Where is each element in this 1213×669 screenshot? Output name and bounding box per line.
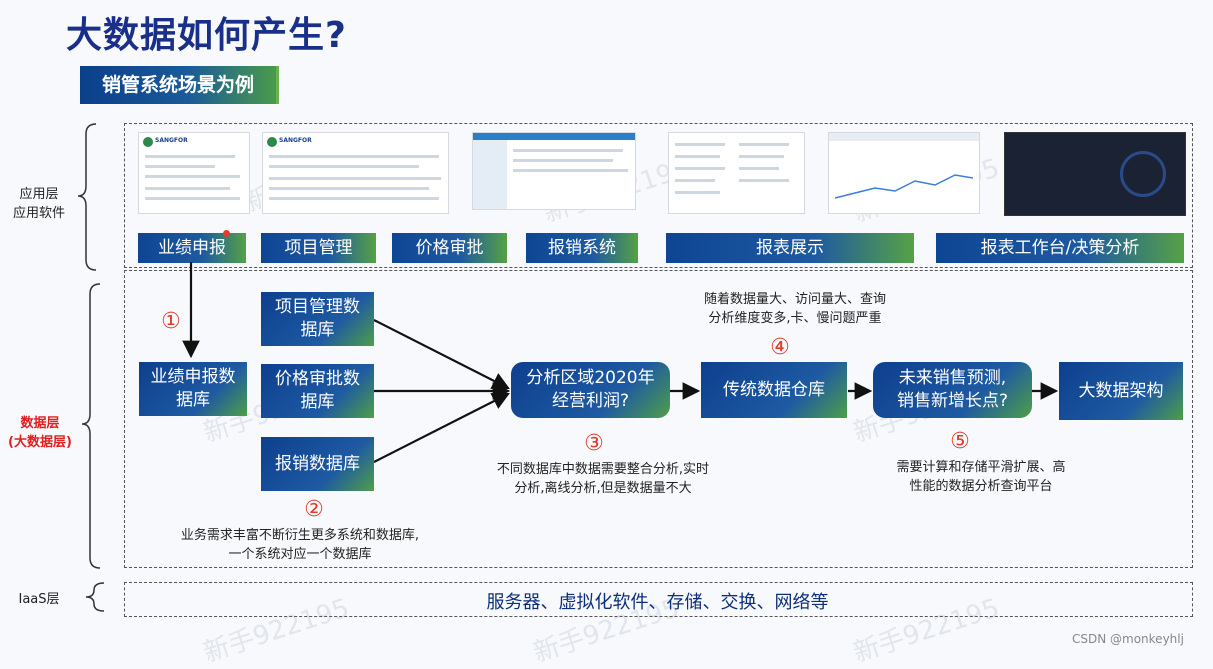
node-analysis: 分析区域2020年 经营利润?	[511, 362, 670, 418]
node-expense-db: 报销数据库	[261, 437, 374, 491]
node-warehouse: 传统数据仓库	[701, 362, 847, 418]
layer-label-app: 应用层应用软件	[12, 187, 65, 221]
note-4: 随着数据量大、访问量大、查询 分析维度变多,卡、慢问题严重	[703, 292, 886, 326]
note-3: 不同数据库中数据需要整合分析,实时 分析,离线分析,但是数据量不大	[496, 462, 710, 496]
app-screenshot-report	[668, 132, 805, 214]
app-button-price[interactable]: 价格审批	[392, 233, 507, 263]
app-screenshot-project: SANGFOR	[262, 132, 449, 214]
step-marker-5: ⑤	[950, 429, 970, 454]
notification-dot-icon	[223, 230, 230, 237]
app-layer-frame	[124, 123, 1193, 268]
app-screenshot-perf: SANGFOR	[138, 132, 250, 214]
page-title: 大数据如何产生?	[66, 15, 347, 56]
step-marker-1: ①	[161, 309, 181, 334]
ring-icon	[1120, 151, 1166, 197]
iaas-layer-frame	[124, 582, 1193, 617]
node-project-db: 项目管理数 据库	[261, 292, 374, 346]
credit-text: CSDN @monkeyhlj	[1072, 632, 1184, 646]
node-perf-db: 业绩申报数 据库	[139, 362, 247, 416]
arrow-expense-to-analysis	[373, 393, 510, 463]
note-5: 需要计算和存储平滑扩展、高 性能的数据分析查询平台	[896, 460, 1066, 494]
app-button-report[interactable]: 报表展示	[666, 233, 914, 263]
node-bigdata: 大数据架构	[1059, 362, 1183, 420]
app-button-decision[interactable]: 报表工作台/决策分析	[936, 233, 1184, 263]
app-screenshot-decision	[1004, 132, 1186, 216]
brace-iaas	[85, 582, 105, 612]
section-subtitle: 销管系统场景为例	[80, 66, 279, 104]
app-button-perf[interactable]: 业绩申报	[138, 233, 246, 263]
app-screenshot-expense	[472, 132, 636, 210]
arrow-project-to-analysis	[373, 319, 510, 389]
app-button-expense[interactable]: 报销系统	[526, 233, 638, 263]
app-button-project[interactable]: 项目管理	[261, 233, 376, 263]
step-marker-4: ④	[770, 335, 790, 360]
layer-label-iaas: IaaS层	[18, 592, 60, 607]
node-price-db: 价格审批数 据库	[261, 364, 374, 418]
brace-app	[77, 123, 97, 271]
brace-data	[81, 283, 101, 569]
node-forecast: 未来销售预测, 销售新增长点?	[873, 362, 1032, 418]
logo-icon	[143, 137, 153, 147]
layer-label-data: 数据层(大数据层)	[8, 416, 72, 450]
note-2: 业务需求丰富不断衍生更多系统和数据库, 一个系统对应一个数据库	[180, 528, 420, 562]
step-marker-2: ②	[304, 497, 324, 522]
step-marker-3: ③	[584, 431, 604, 456]
data-layer-frame	[124, 270, 1193, 568]
logo-icon	[267, 137, 277, 147]
app-screenshot-dashboard	[828, 132, 980, 214]
iaas-description: 服务器、虚拟化软件、存储、交换、网络等	[486, 592, 829, 613]
